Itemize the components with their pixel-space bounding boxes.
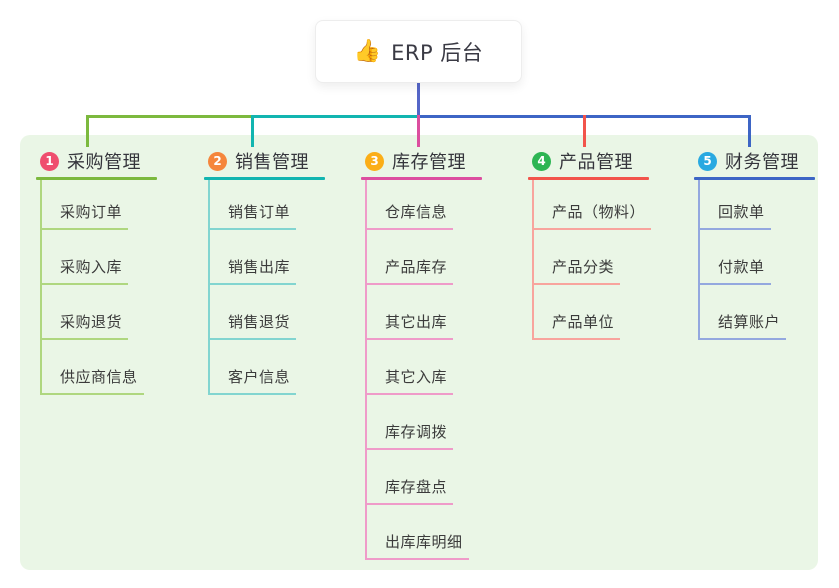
child-node-label: 付款单 (700, 256, 771, 285)
connector-branch-2-horizontal (251, 115, 420, 118)
branch-title: 采购管理 (67, 152, 141, 173)
child-node[interactable]: 付款单 (700, 230, 786, 285)
branch-node-4: 4 产品管理产品（物料） 产品分类产品单位 (528, 148, 652, 340)
branch-number-badge: 4 (532, 151, 551, 171)
root-title: ERP 后台 (391, 40, 484, 65)
child-node[interactable]: 产品库存 (367, 230, 469, 285)
connector-root-stem (417, 82, 420, 115)
branch-underline (361, 177, 482, 180)
branch-underline (694, 177, 815, 180)
child-node[interactable]: 采购入库 (42, 230, 144, 285)
connector-branch-5-drop (748, 115, 751, 147)
child-node-label: 仓库信息 (367, 201, 454, 230)
child-node[interactable]: 产品单位 (534, 285, 651, 340)
child-node[interactable]: 回款单 (700, 180, 786, 230)
branch-title-row[interactable]: 4 产品管理 (528, 148, 651, 174)
branch-title: 财务管理 (725, 152, 799, 173)
child-node-label: 客户信息 (210, 366, 297, 395)
child-node[interactable]: 客户信息 (210, 340, 297, 395)
thumbs-up-icon: 👍 (353, 38, 382, 64)
child-node-label: 产品单位 (534, 311, 621, 340)
branch-children: 销售订单销售出库销售退货客户信息 (208, 180, 297, 395)
branch-underline (204, 177, 325, 180)
branch-number-badge: 2 (208, 151, 227, 171)
branch-title-row[interactable]: 3 库存管理 (361, 148, 482, 174)
branch-node-2: 2 销售管理销售订单销售出库销售退货客户信息 (204, 148, 325, 395)
branch-number-badge: 1 (40, 151, 59, 171)
child-node-label: 供应商信息 (42, 366, 144, 395)
child-node[interactable]: 其它出库 (367, 285, 469, 340)
child-node-label: 结算账户 (700, 311, 787, 340)
child-node[interactable]: 供应商信息 (42, 340, 144, 395)
child-node-label: 其它出库 (367, 311, 454, 340)
branch-title-row[interactable]: 1 采购管理 (36, 148, 157, 174)
child-node-label: 采购退货 (42, 311, 129, 340)
child-node[interactable]: 销售退货 (210, 285, 297, 340)
child-node[interactable]: 其它入库 (367, 340, 469, 395)
child-node-label: 产品分类 (534, 256, 621, 285)
branch-node-5: 5 财务管理回款单付款单结算账户 (694, 148, 815, 340)
branch-title-row[interactable]: 2 销售管理 (204, 148, 325, 174)
child-node[interactable]: 销售出库 (210, 230, 297, 285)
branch-node-1: 1 采购管理采购订单采购入库采购退货供应商信息 (36, 148, 157, 395)
child-node[interactable]: 出库库明细 (367, 505, 469, 560)
branch-title-row[interactable]: 5 财务管理 (694, 148, 815, 174)
child-node-label: 销售订单 (210, 201, 297, 230)
branch-children: 采购订单采购入库采购退货供应商信息 (40, 180, 144, 395)
child-node[interactable]: 产品（物料） (534, 180, 652, 230)
branch-underline (36, 177, 157, 180)
child-node[interactable]: 采购订单 (42, 180, 144, 230)
child-node[interactable]: 库存调拨 (367, 395, 469, 450)
branch-children: 回款单付款单结算账户 (698, 180, 787, 340)
child-node[interactable]: 销售订单 (210, 180, 297, 230)
child-node-label: 其它入库 (367, 366, 454, 395)
branch-node-3: 3 库存管理仓库信息产品库存其它出库其它入库库存调拨库存盘点出库库明细 (361, 148, 482, 560)
child-node-label: 出库库明细 (367, 531, 469, 560)
branch-number-badge: 3 (365, 151, 384, 171)
mindmap-canvas (20, 135, 818, 570)
child-node[interactable]: 采购退货 (42, 285, 144, 340)
child-node-label: 销售退货 (210, 311, 297, 340)
child-node-label: 产品库存 (367, 256, 454, 285)
child-node[interactable]: 库存盘点 (367, 450, 469, 505)
child-node-label: 库存调拨 (367, 421, 454, 450)
branch-children: 仓库信息产品库存其它出库其它入库库存调拨库存盘点出库库明细 (365, 180, 469, 560)
connector-branch-3-drop (417, 115, 420, 147)
child-node-label: 回款单 (700, 201, 771, 230)
connector-branch-4-drop (583, 115, 586, 147)
root-node[interactable]: 👍 ERP 后台 (315, 20, 522, 83)
child-node-label: 产品（物料） (534, 201, 652, 230)
branch-title: 销售管理 (235, 152, 309, 173)
branch-children: 产品（物料） 产品分类产品单位 (532, 180, 652, 340)
branch-title: 库存管理 (392, 152, 466, 173)
child-node[interactable]: 结算账户 (700, 285, 787, 340)
branch-underline (528, 177, 649, 180)
child-node-label: 采购订单 (42, 201, 129, 230)
child-node-label: 库存盘点 (367, 476, 454, 505)
branch-title: 产品管理 (559, 152, 633, 173)
child-node[interactable]: 仓库信息 (367, 180, 469, 230)
branch-number-badge: 5 (698, 151, 717, 171)
child-node-label: 销售出库 (210, 256, 297, 285)
child-node-label: 采购入库 (42, 256, 129, 285)
child-node[interactable]: 产品分类 (534, 230, 651, 285)
connector-branch-2-drop (251, 115, 254, 147)
connector-branch-1-drop (86, 115, 89, 147)
